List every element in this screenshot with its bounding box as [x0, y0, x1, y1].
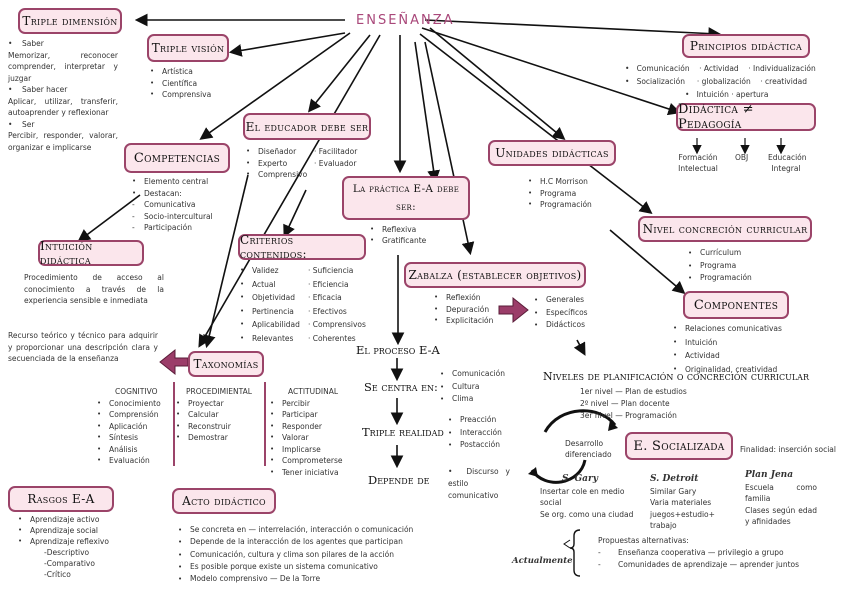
- node-nivel[interactable]: Nivel concreción curricular: [638, 216, 812, 242]
- arrow-to-principios: [424, 19, 722, 40]
- socializada-col-detroit: S. Detroit Similar Gary Varia materiales…: [650, 474, 715, 530]
- educador-list: DiseñadorExpertoComprensivo: [246, 146, 307, 181]
- arrow-to-taxonomias-2: [203, 174, 249, 349]
- brace: [569, 529, 581, 577]
- arrow-to-criterios: [283, 189, 307, 238]
- nivel-list: CurrículumProgramaProgramación: [688, 247, 752, 285]
- unidades-list: H.C MorrisonProgramaProgramación: [528, 176, 592, 211]
- educador-list-2: · Facilitador· Evaluador: [314, 147, 358, 168]
- intuicion-text: Procedimiento de acceso al conocimiento …: [24, 273, 164, 305]
- zabalza-left-list: ReflexiónDepuraciónExplicitación: [434, 292, 493, 327]
- proceso-step-4: Depende de: [368, 473, 430, 487]
- arrow-to-niveles: [573, 339, 586, 356]
- arrow-left-icon: [159, 348, 189, 376]
- node-criterios[interactable]: Criterios contenidos:: [238, 233, 366, 261]
- node-rasgos[interactable]: Rasgos E-A: [8, 486, 114, 512]
- proceso-step-3: Triple realidad: [362, 425, 444, 439]
- proceso-step-2: Se centra en:: [364, 380, 438, 394]
- arrow-to-triple-vision: [228, 32, 346, 57]
- node-triple-dimension[interactable]: Triple dimensión: [18, 8, 122, 34]
- acto-list: Se concreta en — interrelación, interacc…: [178, 524, 413, 586]
- arrow-to-taxonomias: [198, 34, 381, 348]
- arrow-right-icon: [498, 296, 529, 324]
- taxonomia-actitudinal: ACTITUDINAL PercibirParticiparResponderV…: [270, 386, 342, 478]
- arrow-to-intuicion: [77, 194, 141, 242]
- center-title: ENSEÑANZA: [356, 13, 455, 28]
- proceso-step-1: El proceso E-A: [356, 343, 440, 357]
- node-taxonomias[interactable]: Taxonomías: [188, 351, 264, 377]
- niveles-plan-title: Niveles de planificación o concreción cu…: [543, 370, 809, 383]
- node-unidades[interactable]: Unidades didácticas: [488, 140, 616, 166]
- node-title: Triple dimensión: [22, 14, 118, 28]
- socializada-left-note: Desarrollo diferenciado: [565, 439, 612, 459]
- socializada-right-note: Finalidad: inserción social: [740, 445, 836, 454]
- item: • Saber: [8, 39, 44, 48]
- node-componentes[interactable]: Componentes: [683, 291, 789, 319]
- node-educador[interactable]: El educador debe ser: [243, 113, 371, 140]
- node-principios[interactable]: Principios didáctica: [682, 34, 810, 58]
- arrow-to-nivel: [419, 33, 653, 214]
- criterios-list-2: · Suficiencia· Eficiencia· Eficacia· Efe…: [308, 266, 366, 343]
- item: • Saber hacer: [8, 85, 68, 94]
- proceso-step-4-text: • Discurso y estilo comunicativo: [448, 467, 510, 500]
- divider: [264, 382, 266, 466]
- divider: [173, 382, 175, 466]
- arrow-to-unidades: [429, 27, 566, 141]
- didactica-col-2: OBJ: [735, 153, 749, 162]
- triple-dimension-list: • Saber Memorizar, reconocer comprender,…: [8, 39, 118, 152]
- principios-list: • Comunicación · Actividad · Individuali…: [625, 64, 816, 99]
- arrow-to-zabalza: [424, 41, 475, 256]
- node-intuicion[interactable]: Intuición didáctica: [38, 239, 144, 267]
- node-socializada[interactable]: E. Socializada: [625, 432, 733, 460]
- practica-list: ReflexivaGratificante: [370, 224, 426, 246]
- arrow-to-competencias: [199, 32, 351, 140]
- arrow-to-componentes: [609, 229, 686, 295]
- taxonomia-procedimental: PROCEDIMIENTAL ProyectarCalcularReconstr…: [176, 386, 252, 444]
- node-triple-vision[interactable]: Triple visión: [147, 34, 229, 62]
- componentes-list: Relaciones comunicativasIntuiciónActivid…: [673, 322, 782, 376]
- socializada-col-gary: S. Gary Insertar cole en medio social Se…: [540, 474, 634, 519]
- rasgos-list: Aprendizaje activoAprendizaje socialApre…: [18, 514, 109, 580]
- actualmente-label: Actualmente: [512, 556, 573, 566]
- actualmente-list: Propuestas alternativas: Enseñanza coope…: [598, 535, 799, 571]
- triple-vision-list: Artística Científica Comprensiva: [150, 66, 211, 101]
- item: • Ser: [8, 119, 35, 129]
- arrow-to-didactica: [421, 27, 682, 116]
- curved-arrow-top: [543, 409, 617, 433]
- node-zabalza[interactable]: Zabalza (establecer objetivos): [404, 262, 586, 288]
- zabalza-right-list: GeneralesEspecíficosDidácticos: [534, 294, 588, 332]
- taxonomias-desc: Recurso teórico y técnico para adquirir …: [8, 331, 158, 363]
- arrow-to-educador: [308, 34, 371, 113]
- proceso-step-2-list: ComunicaciónCulturaClima: [440, 368, 505, 406]
- criterios-list: ValidezActualObjetividadPertinenciaAplic…: [240, 264, 300, 345]
- line-cross-practica: [414, 41, 440, 184]
- socializada-col-jena: Plan Jena Escuela como familia Clases se…: [745, 470, 817, 526]
- node-acto[interactable]: Acto didáctico: [172, 488, 276, 514]
- proceso-step-3-list: PreacciónInteracciónPostacción: [448, 414, 502, 452]
- taxonomia-cognitivo: COGNITIVO ConocimientoComprensiónAplicac…: [97, 386, 161, 467]
- node-didactica[interactable]: Didáctica ≠ Pedagogía: [676, 102, 816, 132]
- node-competencias[interactable]: Competencias: [124, 143, 230, 173]
- competencias-list: Elemento centralDestacan: ComunicativaSo…: [132, 176, 213, 234]
